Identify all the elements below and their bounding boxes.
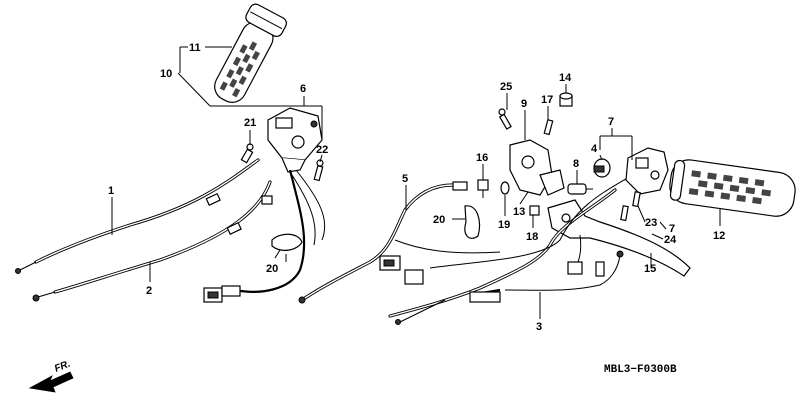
- callout-19: 19: [498, 219, 510, 231]
- callout-3: 3: [536, 321, 542, 333]
- bolt-16: [477, 179, 489, 198]
- callout-15: 15: [644, 263, 656, 275]
- left-switch-housing: [267, 107, 323, 173]
- callout-20-left: 20: [266, 263, 278, 275]
- right-switch-harness: [429, 169, 641, 277]
- callout-10: 10: [160, 68, 172, 80]
- callout-7-lower: 7: [669, 223, 675, 235]
- callout-24: 24: [664, 234, 677, 246]
- callout-1: 1: [108, 185, 114, 197]
- callout-23: 23: [645, 217, 657, 229]
- callout-21: 21: [244, 117, 256, 129]
- callout-8: 8: [573, 158, 579, 170]
- callout-2: 2: [146, 285, 152, 297]
- clutch-cable: [388, 188, 624, 325]
- throttle-cable-pull: [15, 158, 260, 274]
- callout-17: 17: [541, 94, 553, 106]
- nut-18: [529, 205, 540, 216]
- screw-21: [240, 143, 254, 164]
- callout-9: 9: [521, 98, 527, 110]
- wire-band-center: [464, 205, 481, 239]
- callout-12: 12: [713, 230, 725, 242]
- clutch-switch: [567, 183, 593, 195]
- drawing-code: MBL3−F0300B: [604, 364, 677, 376]
- cap-14: [559, 92, 573, 107]
- washer-19: [500, 181, 510, 195]
- right-switch-housing: [593, 147, 669, 195]
- callout-7-upper: 7: [608, 116, 614, 128]
- clutch-lever: [547, 199, 691, 277]
- leader-lines: [111, 46, 721, 319]
- callout-5: 5: [402, 173, 408, 185]
- callout-14: 14: [559, 72, 572, 84]
- clutch-switch-cable: [298, 181, 501, 304]
- front-direction-arrow-icon: [28, 371, 74, 393]
- throttle-grip: [214, 3, 287, 103]
- screw-22: [313, 159, 324, 182]
- clutch-lever-bracket: [509, 139, 565, 196]
- callout-18: 18: [526, 231, 538, 243]
- screw-25: [498, 108, 512, 130]
- callout-11: 11: [189, 42, 201, 54]
- left-switch-harness: [203, 169, 326, 303]
- screw-17: [543, 118, 554, 136]
- callout-16: 16: [476, 152, 488, 164]
- callout-6: 6: [300, 83, 306, 95]
- wire-band-left: [271, 233, 303, 262]
- callout-22: 22: [316, 144, 328, 156]
- callout-20-center: 20: [433, 214, 445, 226]
- callout-25: 25: [500, 81, 512, 93]
- callout-13: 13: [513, 206, 525, 218]
- right-grip: [669, 159, 796, 217]
- throttle-cable-return: [32, 180, 273, 302]
- callout-4: 4: [591, 143, 598, 155]
- screw-23: [620, 191, 641, 222]
